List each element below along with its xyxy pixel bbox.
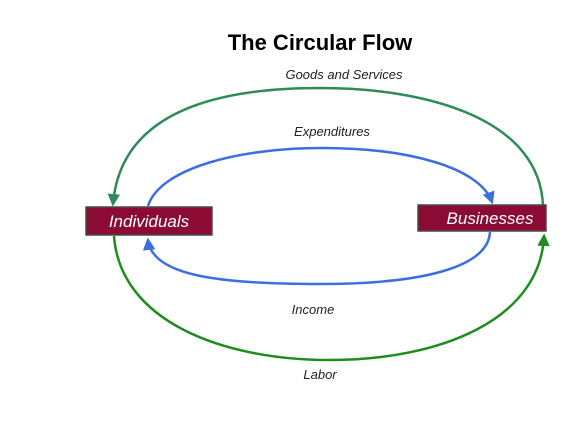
individuals-label: Individuals	[109, 212, 190, 231]
businesses-node: Businesses	[417, 204, 547, 232]
businesses-box	[417, 204, 547, 232]
businesses-label: Businesses	[447, 209, 534, 228]
labor-arrow	[112, 233, 550, 362]
goods-and-services-label: Goods and Services	[285, 67, 403, 82]
expenditures-arrow	[146, 146, 495, 207]
individuals-node: Individuals	[85, 206, 213, 236]
labor-label: Labor	[303, 367, 337, 382]
individuals-box	[85, 206, 213, 236]
income-arrow	[142, 231, 492, 286]
income-label: Income	[292, 302, 335, 317]
expenditures-label: Expenditures	[294, 124, 370, 139]
goods-and-services-arrow	[107, 86, 545, 207]
diagram-title: The Circular Flow	[228, 30, 413, 55]
